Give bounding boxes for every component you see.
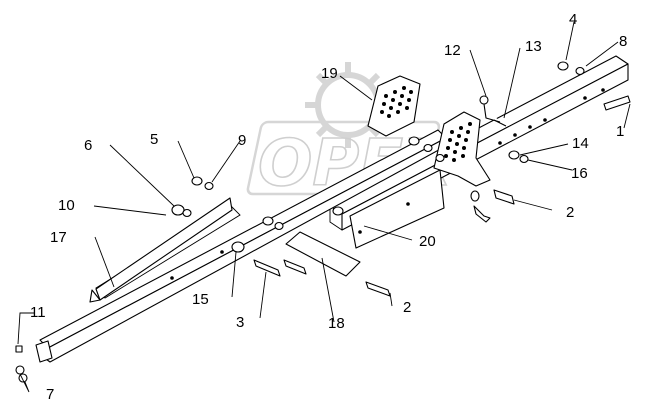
callout-10: 10	[58, 197, 75, 214]
callout-4: 4	[569, 11, 577, 28]
left-plate	[95, 197, 233, 301]
callout-16: 16	[571, 165, 588, 182]
lower-step	[433, 111, 491, 187]
upper-step	[367, 75, 421, 137]
callout-3: 3	[236, 314, 244, 331]
callout-5: 5	[150, 131, 158, 148]
leader-lines	[17, 21, 631, 393]
callout-6: 6	[84, 137, 92, 154]
left-arm	[35, 129, 447, 363]
callout-2-upper: 2	[566, 204, 574, 221]
callout-13: 13	[525, 38, 542, 55]
callout-12: 12	[444, 42, 461, 59]
callout-17: 17	[50, 229, 67, 246]
callout-7: 7	[46, 386, 54, 403]
callout-19: 19	[321, 65, 338, 82]
callout-15: 15	[192, 291, 209, 308]
callout-18: 18	[328, 315, 345, 332]
callout-14: 14	[572, 135, 589, 152]
callout-8: 8	[619, 33, 627, 50]
callout-9: 9	[238, 132, 246, 149]
callout-labels: 1 2 2 3 4 5 6 7 8 9 10 11 12 13 14 15 16…	[30, 11, 627, 403]
callout-11: 11	[30, 304, 46, 321]
callout-20: 20	[419, 233, 436, 250]
callout-2-lower: 2	[403, 299, 411, 316]
hardware	[15, 61, 631, 383]
callout-1: 1	[616, 123, 624, 140]
bracket-18	[285, 231, 361, 277]
